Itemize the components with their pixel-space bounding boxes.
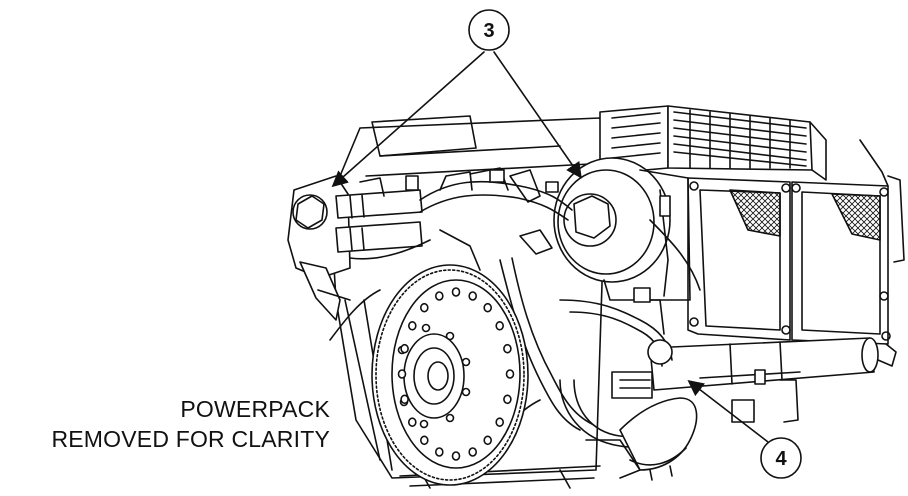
flywheel-bolt <box>495 417 505 428</box>
flywheel-bolt <box>468 291 478 301</box>
callout-4-circle <box>760 437 802 479</box>
flywheel-bolt <box>483 435 493 446</box>
caption-line-2: REMOVED FOR CLARITY <box>51 426 330 452</box>
flywheel-bolt <box>407 417 417 428</box>
flywheel-bolt <box>495 320 505 331</box>
lower-housing <box>619 397 698 481</box>
flywheel-bolt <box>400 343 409 354</box>
flywheel-bolt <box>419 435 429 446</box>
powerpack-caption: POWERPACK REMOVED FOR CLARITY <box>51 394 330 454</box>
flywheel-bolt <box>407 320 417 331</box>
oil-cooler <box>599 105 827 181</box>
flywheel-bolt <box>451 287 461 297</box>
flywheel-bolt <box>434 291 444 301</box>
callout-3-group <box>331 9 582 188</box>
callout-3-circle <box>468 9 510 51</box>
side-panel-left <box>687 177 791 341</box>
left-fittings <box>287 175 423 321</box>
callout-3-leader-left <box>331 51 485 188</box>
flywheel-bolt <box>505 369 515 379</box>
turbo-housing <box>553 157 691 301</box>
flywheel-bolt <box>503 394 512 405</box>
flywheel <box>371 264 529 486</box>
small-parts <box>359 169 799 423</box>
callout-3-number: 3 <box>483 20 494 42</box>
flywheel-outer-bolts <box>397 287 515 461</box>
flywheel-bolt <box>503 343 512 354</box>
flywheel-bolt <box>400 394 409 405</box>
callout-3-leader-right <box>493 51 582 179</box>
side-panel-right <box>791 139 905 367</box>
flywheel-bolt <box>419 302 429 313</box>
flywheel-bolt <box>483 302 493 313</box>
callout-4-number: 4 <box>775 448 787 470</box>
callout-4-leader <box>687 380 769 443</box>
caption-line-1: POWERPACK <box>180 396 330 422</box>
flywheel-bolt <box>451 451 461 461</box>
callout-4-group <box>687 380 802 479</box>
flywheel-bolt <box>434 447 444 457</box>
flywheel-bolt <box>397 369 407 379</box>
flywheel-bolt <box>468 447 478 457</box>
